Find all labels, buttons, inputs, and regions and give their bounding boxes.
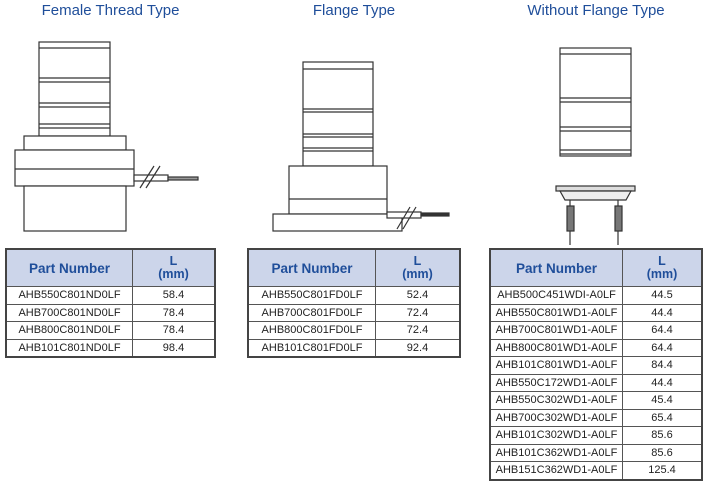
header-part-number: Part Number bbox=[489, 248, 623, 287]
length-cell: 85.6 bbox=[622, 443, 703, 462]
part-number-cell: AHB151C362WD1-A0LF bbox=[489, 461, 623, 480]
length-cell: 44.4 bbox=[622, 373, 703, 392]
length-cell: 44.4 bbox=[622, 303, 703, 322]
without-flange-title: Without Flange Type bbox=[527, 2, 665, 19]
part-number-cell: AHB101C362WD1-A0LF bbox=[489, 443, 623, 462]
without-flange-drawing bbox=[555, 47, 636, 245]
length-cell: 45.4 bbox=[622, 391, 703, 410]
part-number-cell: AHB800C801WD1-A0LF bbox=[489, 338, 623, 357]
flange-drawing bbox=[272, 61, 450, 232]
header-l: L(mm) bbox=[622, 248, 703, 287]
length-cell: 85.6 bbox=[622, 426, 703, 445]
female-thread-drawing bbox=[14, 41, 199, 232]
part-number-cell: AHB101C302WD1-A0LF bbox=[489, 426, 623, 445]
header-l: L(mm) bbox=[375, 248, 461, 287]
female-thread-title: Female Thread Type bbox=[41, 2, 180, 19]
length-cell: 84.4 bbox=[622, 356, 703, 375]
header-part-number: Part Number bbox=[5, 248, 133, 287]
header-part-number: Part Number bbox=[247, 248, 376, 287]
header-l: L(mm) bbox=[132, 248, 216, 287]
product-drawings bbox=[14, 41, 636, 245]
part-number-cell: AHB550C801WD1-A0LF bbox=[489, 303, 623, 322]
part-number-cell: AHB500C451WDI-A0LF bbox=[489, 286, 623, 305]
length-cell: 65.4 bbox=[622, 408, 703, 427]
length-cell: 64.4 bbox=[622, 338, 703, 357]
length-cell: 125.4 bbox=[622, 461, 703, 480]
part-number-cell: AHB550C302WD1-A0LF bbox=[489, 391, 623, 410]
length-cell: 64.4 bbox=[622, 321, 703, 340]
part-number-cell: AHB700C801WD1-A0LF bbox=[489, 321, 623, 340]
part-number-cell: AHB550C172WD1-A0LF bbox=[489, 373, 623, 392]
part-number-cell: AHB101C801WD1-A0LF bbox=[489, 356, 623, 375]
flange-title: Flange Type bbox=[312, 2, 396, 19]
part-number-cell: AHB700C302WD1-A0LF bbox=[489, 408, 623, 427]
length-cell: 44.5 bbox=[622, 286, 703, 305]
